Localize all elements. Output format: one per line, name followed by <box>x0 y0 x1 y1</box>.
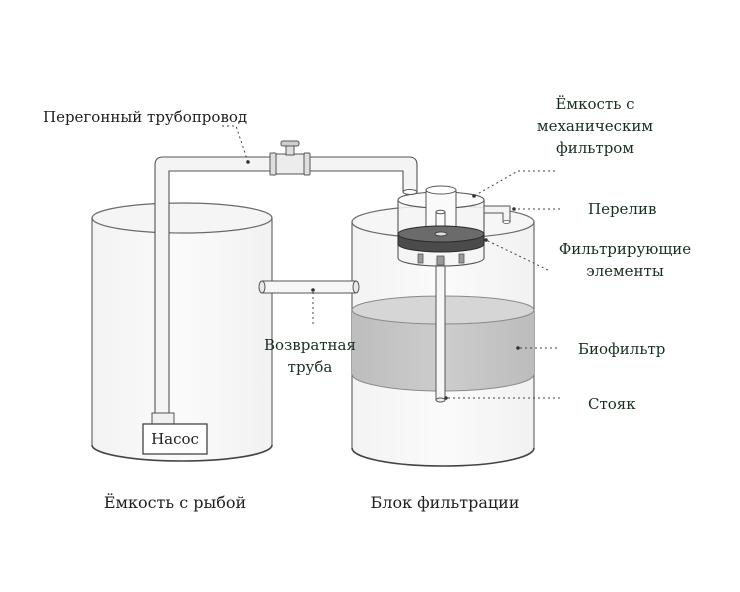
transfer-pipe <box>154 156 418 419</box>
filter-elements-disc <box>397 225 485 253</box>
fish-tank-caption: Ёмкость с рыбой <box>104 492 246 512</box>
transfer-pipe-label: Перегонный трубопровод <box>43 108 247 126</box>
mech-filter-label-line3: фильтром <box>556 139 634 157</box>
filter-elements-label: Фильтрирующие элементы <box>559 240 691 280</box>
return-pipe-label-line2: труба <box>288 358 333 376</box>
mech-filter-label-line2: механическим <box>537 117 654 135</box>
leader-lines <box>222 125 560 400</box>
filter-elements-label-line1: Фильтрирующие <box>559 240 691 258</box>
return-pipe-label-line1: Возвратная <box>264 336 356 354</box>
biofilter-label: Биофильтр <box>578 340 665 358</box>
mech-filter-label: Ёмкость с механическим фильтром <box>537 95 654 157</box>
overflow-pipe <box>483 205 511 224</box>
return-pipe <box>258 280 360 294</box>
standpipe-label: Стояк <box>588 395 636 413</box>
overflow-label: Перелив <box>588 200 656 218</box>
pump-label: Насос <box>151 430 199 448</box>
fish-tank <box>91 202 273 462</box>
valve <box>269 140 311 176</box>
filter-elements-label-line2: элементы <box>586 262 664 280</box>
return-pipe-label: Возвратная труба <box>264 336 356 376</box>
mech-filter-label-line1: Ёмкость с <box>555 95 634 113</box>
pump: Насос <box>142 412 208 455</box>
standpipe <box>435 257 446 403</box>
filter-unit-caption: Блок фильтрации <box>371 493 520 512</box>
